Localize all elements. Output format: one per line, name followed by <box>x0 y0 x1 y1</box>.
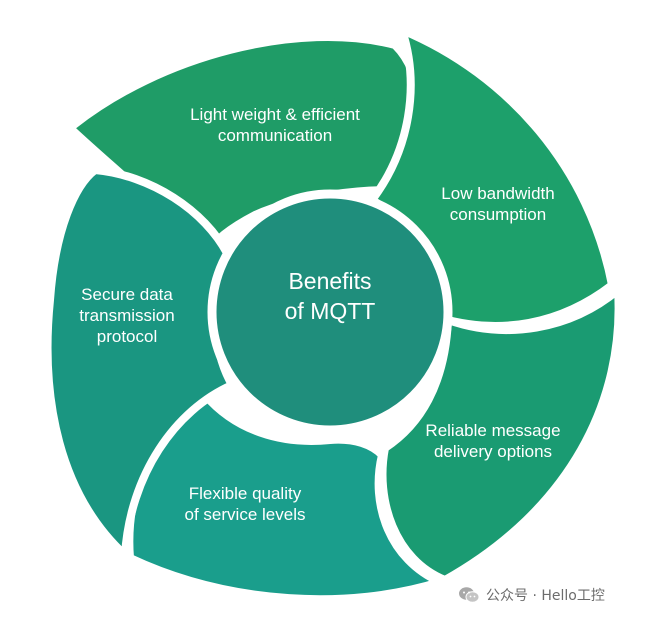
petal-label-line: Reliable message <box>425 421 561 440</box>
petal-label-line: delivery options <box>433 442 553 461</box>
petal-label-line: protocol <box>96 327 158 346</box>
wechat-icon <box>459 587 480 603</box>
petal-label-reliable-message: Reliable message delivery options <box>398 420 588 462</box>
center-title: Benefits of MQTT <box>215 266 445 326</box>
petal-label-line: transmission <box>79 306 175 325</box>
petal-label-line: Low bandwidth <box>441 184 555 203</box>
petal-label-line: Light weight & efficient <box>190 105 360 124</box>
petal-label-flexible-quality: Flexible quality of service levels <box>150 483 340 525</box>
petal-label-line: Secure data <box>81 285 173 304</box>
watermark-text: 公众号 · Hello工控 <box>486 588 605 604</box>
petal-label-line: Flexible quality <box>188 484 302 503</box>
petal-label-line: communication <box>217 126 333 145</box>
watermark: 公众号 · Hello工控 <box>458 584 605 606</box>
petal-label-line: consumption <box>449 205 547 224</box>
petal-label-lightweight: Light weight & efficient communication <box>165 104 385 146</box>
center-title-line: of MQTT <box>284 298 376 324</box>
center-title-line: Benefits <box>288 268 372 294</box>
petal-label-low-bandwidth: Low bandwidth consumption <box>408 183 588 225</box>
petal-secure-data <box>43 166 236 559</box>
petal-label-line: of service levels <box>184 505 306 524</box>
petal-label-secure-data: Secure data transmission protocol <box>52 284 202 347</box>
center-circle <box>207 189 453 435</box>
